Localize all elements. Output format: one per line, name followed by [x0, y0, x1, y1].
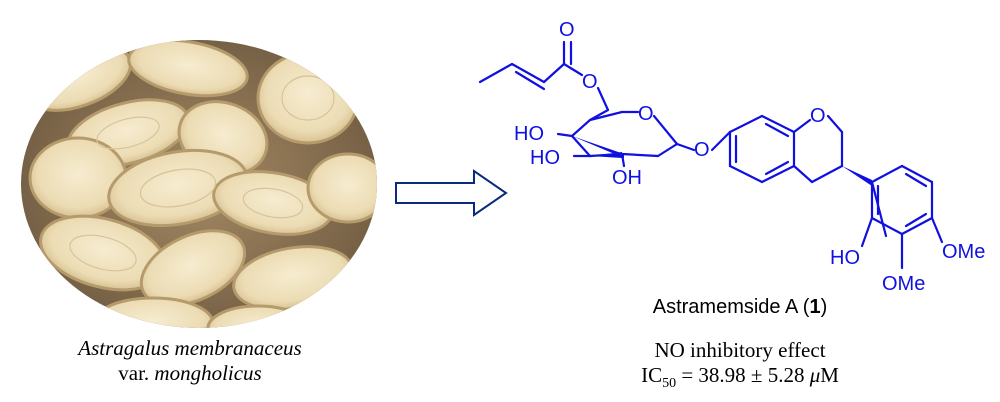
compound-name: Astramemside A (1) — [653, 296, 828, 319]
astragalus-slices-image — [21, 40, 377, 328]
atom-carbonyl-o: O — [559, 19, 575, 41]
atom-ho-c3: HO — [530, 147, 560, 169]
astramemside-structure: O O O O O HO HO OH HO OMe OMe — [478, 19, 985, 295]
ic-subscript: 50 — [662, 376, 677, 392]
compound-name-close: ) — [820, 296, 828, 318]
micro-symbol: μ — [809, 363, 821, 387]
atom-ome-4: OMe — [942, 241, 985, 263]
species-caption: Astragalus membranaceus var. mongholicus — [78, 336, 301, 386]
atom-ester-o: O — [582, 71, 598, 93]
species-name: Astragalus membranaceus — [78, 336, 302, 360]
variety-line: var. mongholicus — [78, 361, 301, 386]
variety-prefix: var. — [118, 361, 155, 385]
atom-ho-c4: HO — [514, 123, 544, 145]
atom-oh-c2: OH — [612, 167, 642, 189]
atom-glycosidic-o: O — [694, 139, 710, 161]
ic50-value: = 38.98 ± 5.28 — [676, 363, 810, 387]
variety-name: mongholicus — [154, 361, 262, 385]
atom-ho-phenol: HO — [830, 247, 860, 269]
atom-chroman-o: O — [810, 105, 826, 127]
ic50-unit: M — [820, 363, 839, 387]
activity-caption: NO inhibitory effect IC50 = 38.98 ± 5.28… — [641, 338, 839, 396]
astragalus-photo — [18, 38, 380, 330]
compound-name-text: Astramemside A ( — [652, 296, 810, 318]
chemical-structure: O O O O O HO HO OH HO OMe OMe — [472, 6, 1000, 306]
activity-title: NO inhibitory effect — [654, 338, 826, 362]
compound-number: 1 — [809, 296, 821, 318]
atom-ome-3: OMe — [882, 273, 925, 295]
ic-label: IC — [641, 363, 663, 387]
hollow-right-arrow-icon — [394, 168, 512, 218]
atom-ring-o: O — [638, 103, 654, 125]
ic50-line: IC50 = 38.98 ± 5.28 μM — [641, 363, 839, 396]
